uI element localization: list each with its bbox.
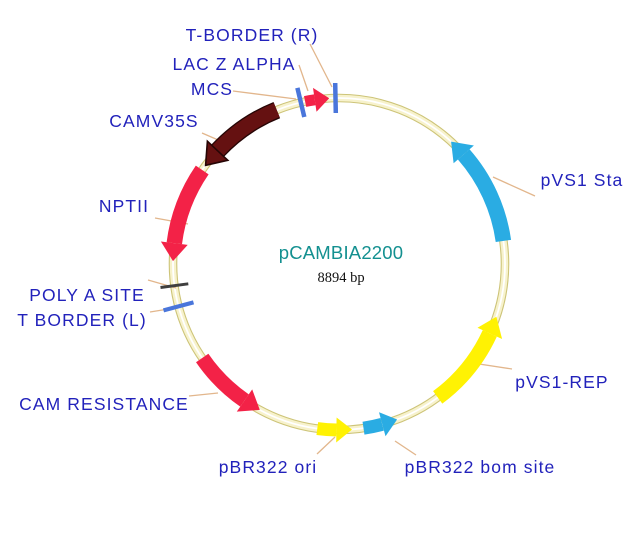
- feature-label-mcs: MCS: [191, 79, 233, 99]
- feature-arrow-body-pbr322-ori: [316, 422, 337, 437]
- feature-label-pbr322-ori: pBR322 ori: [219, 457, 318, 477]
- feature-tick-t-border-r: [332, 82, 339, 114]
- feature-arrow-head-pvs1-rep: [477, 316, 503, 339]
- feature-labels: CAMV35S LAC Z ALPHA NPTII CAM RESISTANCE pBR…: [17, 25, 624, 477]
- feature-tick-poly-a-site: [160, 282, 189, 289]
- feature-arrow-body-camv35s: [212, 103, 280, 157]
- feature-arrow-head-pbr322-ori: [336, 417, 352, 443]
- feature-arrow-head-camv35s: [204, 139, 230, 167]
- leader-line-lac-z-alpha: [298, 64, 309, 92]
- feature-arrow-body-pvs1-rep: [432, 330, 497, 404]
- feature-label-cam-resistance: CAM RESISTANCE: [19, 394, 189, 414]
- feature-label-t-border-r: T-BORDER (R): [186, 25, 319, 45]
- feature-arrow-head-lac-z-alpha: [313, 87, 330, 112]
- feature-arrow-body-pvs1-sta: [457, 149, 512, 243]
- feature-arrow-body-lac-z-alpha: [303, 94, 316, 107]
- feature-arrows: [160, 82, 512, 443]
- feature-tick-mcs: [295, 87, 307, 118]
- feature-arrow-body-nptii: [166, 165, 209, 245]
- leader-line-pbr322-bom-site: [394, 440, 417, 456]
- feature-label-pbr322-bom-site: pBR322 bom site: [405, 457, 556, 477]
- feature-arrow-head-pbr322-bom-site: [379, 412, 398, 437]
- feature-tick-t-border-l: [162, 300, 195, 313]
- feature-arrow-body-cam-resistance: [196, 353, 249, 407]
- feature-label-nptii: NPTII: [99, 196, 149, 216]
- leader-line-pvs1-sta: [492, 176, 536, 197]
- feature-label-camv35s: CAMV35S: [109, 111, 198, 131]
- feature-arrow-body-pbr322-bom-site: [362, 418, 384, 435]
- leader-line-pbr322-ori: [316, 436, 336, 455]
- feature-arrow-head-cam-resistance: [236, 389, 260, 412]
- feature-label-poly-a-site: POLY A SITE: [29, 285, 145, 305]
- feature-label-t-border-l: T BORDER (L): [17, 310, 147, 330]
- feature-label-pvs1-sta: pVS1 Sta: [541, 170, 624, 190]
- feature-arrow-head-nptii: [160, 241, 188, 262]
- feature-label-pvs1-rep: pVS1-REP: [515, 372, 608, 392]
- plasmid-size-bp: 8894 bp: [317, 270, 364, 286]
- feature-label-lac-z-alpha: LAC Z ALPHA: [173, 54, 296, 74]
- feature-arrow-head-pvs1-sta: [451, 141, 474, 164]
- leader-lines: [147, 43, 536, 456]
- leader-line-cam-resistance: [188, 392, 219, 397]
- plasmid-name: pCAMBIA2200: [279, 242, 404, 263]
- leader-line-t-border-r: [309, 43, 333, 88]
- leader-line-mcs: [232, 90, 297, 100]
